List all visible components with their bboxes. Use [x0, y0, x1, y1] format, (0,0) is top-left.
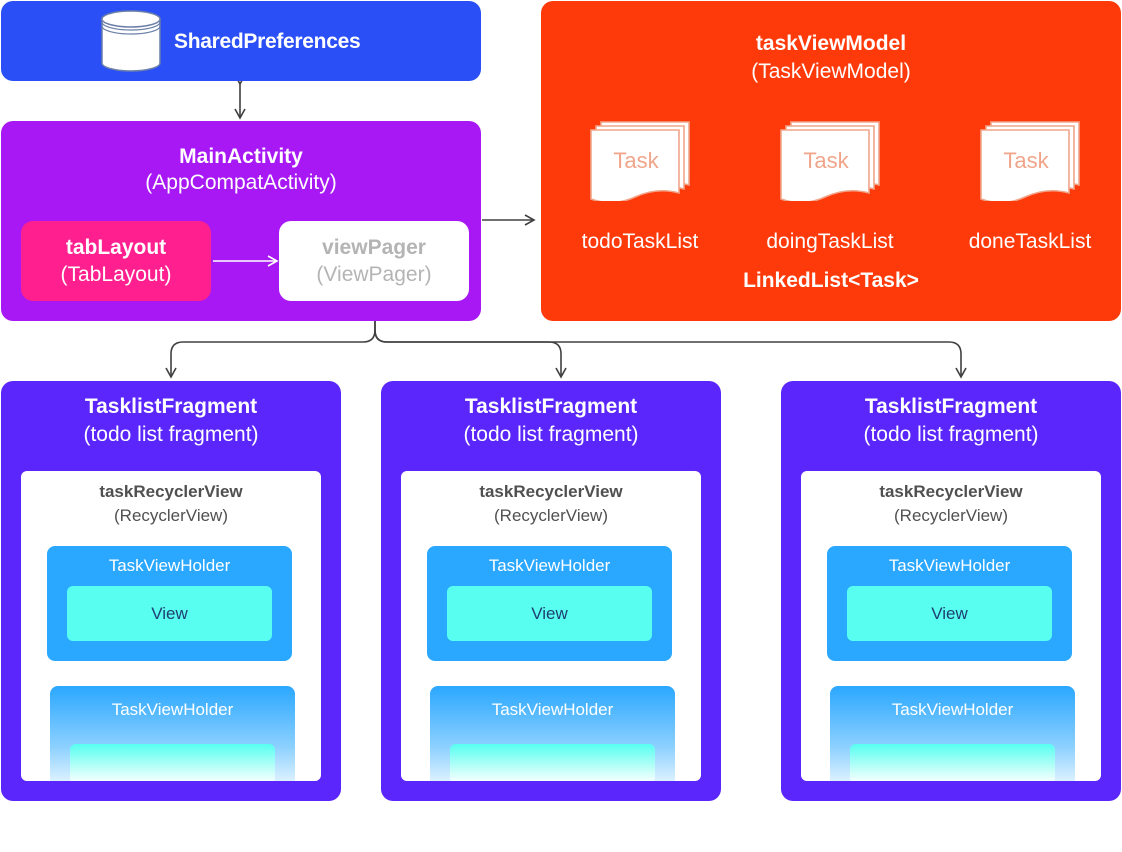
document-stack-icon [980, 121, 1080, 201]
view-box: View [847, 586, 1052, 641]
view-holder-faded: TaskViewHolder [830, 686, 1075, 781]
fragment-subtitle: (todo list fragment) [863, 423, 1039, 446]
task-label: Task [1003, 148, 1049, 173]
view-label: View [531, 604, 568, 623]
recycler-view-type: (RecyclerView) [114, 506, 228, 525]
task-label: Task [803, 148, 849, 173]
view-box-faded [850, 744, 1055, 781]
list-type-label: LinkedList<Task> [743, 269, 919, 292]
view-holder-label: TaskViewHolder [888, 556, 1011, 575]
task-view-model-node: taskViewModel (TaskViewModel) Task Task … [541, 1, 1121, 321]
view-pager-node: viewPager (ViewPager) [279, 221, 469, 301]
fragment-subtitle: (todo list fragment) [83, 423, 259, 446]
task-label: Task [613, 148, 659, 173]
doing-task-list-label: doingTaskList [766, 230, 894, 253]
fragment-title: TasklistFragment [464, 395, 638, 418]
view-holder: TaskViewHolder View [47, 546, 292, 661]
fragment-title: TasklistFragment [864, 395, 1038, 418]
view-box-faded [70, 744, 275, 781]
main-activity-title: MainActivity [179, 145, 303, 168]
fragment-title: TasklistFragment [84, 395, 258, 418]
recycler-view: taskRecyclerView (RecyclerView) TaskView… [801, 471, 1101, 781]
recycler-view-type: (RecyclerView) [894, 506, 1008, 525]
view-holder-label: TaskViewHolder [488, 556, 611, 575]
view-label: View [931, 604, 968, 623]
tasklist-fragment: TasklistFragment (todo list fragment) ta… [1, 381, 341, 801]
view-holder-label: TaskViewHolder [891, 700, 1014, 719]
tab-layout-name: tabLayout [65, 236, 167, 259]
view-holder: TaskViewHolder View [827, 546, 1072, 661]
database-icon [101, 10, 161, 72]
view-holder-label: TaskViewHolder [491, 700, 614, 719]
todo-task-list-label: todoTaskList [581, 230, 699, 253]
document-stack-icon [590, 121, 690, 201]
view-box-faded [450, 744, 655, 781]
done-task-list-label: doneTaskList [968, 230, 1092, 253]
view-holder-label: TaskViewHolder [111, 700, 234, 719]
shared-preferences-label: SharedPreferences [174, 30, 361, 53]
main-activity-node: MainActivity (AppCompatActivity) tabLayo… [1, 121, 481, 321]
tasklist-fragment: TasklistFragment (todo list fragment) ta… [381, 381, 721, 801]
view-pager-type: (ViewPager) [316, 263, 432, 286]
shared-preferences-node: SharedPreferences [1, 1, 481, 81]
view-box: View [67, 586, 272, 641]
recycler-view: taskRecyclerView (RecyclerView) TaskView… [401, 471, 701, 781]
recycler-view-name: taskRecyclerView [479, 482, 623, 501]
view-holder: TaskViewHolder View [427, 546, 672, 661]
recycler-view-name: taskRecyclerView [99, 482, 243, 501]
vp-frag3-connector [374, 329, 967, 379]
tasklist-fragment: TasklistFragment (todo list fragment) ta… [781, 381, 1121, 801]
tab-layout-type: (TabLayout) [60, 263, 172, 286]
task-view-model-title: taskViewModel [755, 32, 907, 55]
recycler-view-type: (RecyclerView) [494, 506, 608, 525]
view-box: View [447, 586, 652, 641]
task-view-model-type: (TaskViewModel) [751, 60, 911, 83]
view-holder-label: TaskViewHolder [108, 556, 231, 575]
view-label: View [151, 604, 188, 623]
view-holder-faded: TaskViewHolder [50, 686, 295, 781]
view-holder-faded: TaskViewHolder [430, 686, 675, 781]
main-activity-type: (AppCompatActivity) [145, 171, 337, 194]
recycler-view: taskRecyclerView (RecyclerView) TaskView… [21, 471, 321, 781]
fragment-subtitle: (todo list fragment) [463, 423, 639, 446]
document-stack-icon [780, 121, 880, 201]
tab-layout-node: tabLayout (TabLayout) [21, 221, 211, 301]
view-pager-name: viewPager [322, 236, 426, 259]
recycler-view-name: taskRecyclerView [879, 482, 1023, 501]
tab-to-pager-arrow [213, 255, 279, 267]
